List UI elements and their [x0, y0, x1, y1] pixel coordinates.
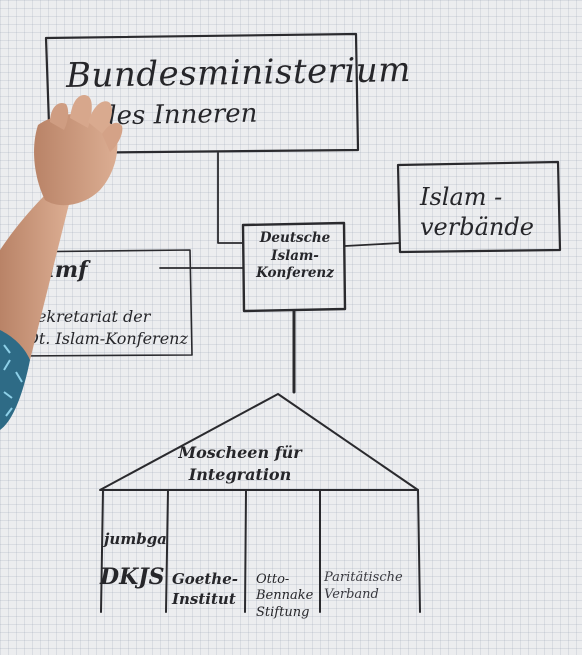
partner-paritaetische: Paritätische Verband — [324, 570, 403, 602]
house-roof — [99, 393, 419, 491]
conference-box — [241, 221, 347, 313]
partner-jumbga: jumbga — [104, 530, 167, 548]
bamf-box — [9, 249, 193, 357]
bamf-label: Bamf — [22, 257, 88, 283]
house-pillars — [100, 489, 421, 613]
ministry-connector — [217, 152, 244, 244]
partner-goethe: Goethe- Institut — [172, 570, 238, 608]
associations-connector — [344, 242, 401, 247]
project-title: Moscheen für Integration — [178, 443, 302, 484]
conference-label: Deutsche Islam- Konferenz — [256, 230, 334, 282]
ministry-title: Bundesministerium — [65, 49, 412, 97]
partner-dkjs: DKJS — [100, 564, 165, 590]
associations-label: Islam - verbände — [420, 183, 534, 241]
ministry-subtitle: des Inneren — [99, 98, 258, 132]
secretariat-label: Sekretariat der Dt. Islam-Konferenz — [26, 307, 188, 348]
partner-otto: Otto- Bennake Stiftung — [256, 572, 314, 620]
associations-box — [396, 160, 562, 254]
